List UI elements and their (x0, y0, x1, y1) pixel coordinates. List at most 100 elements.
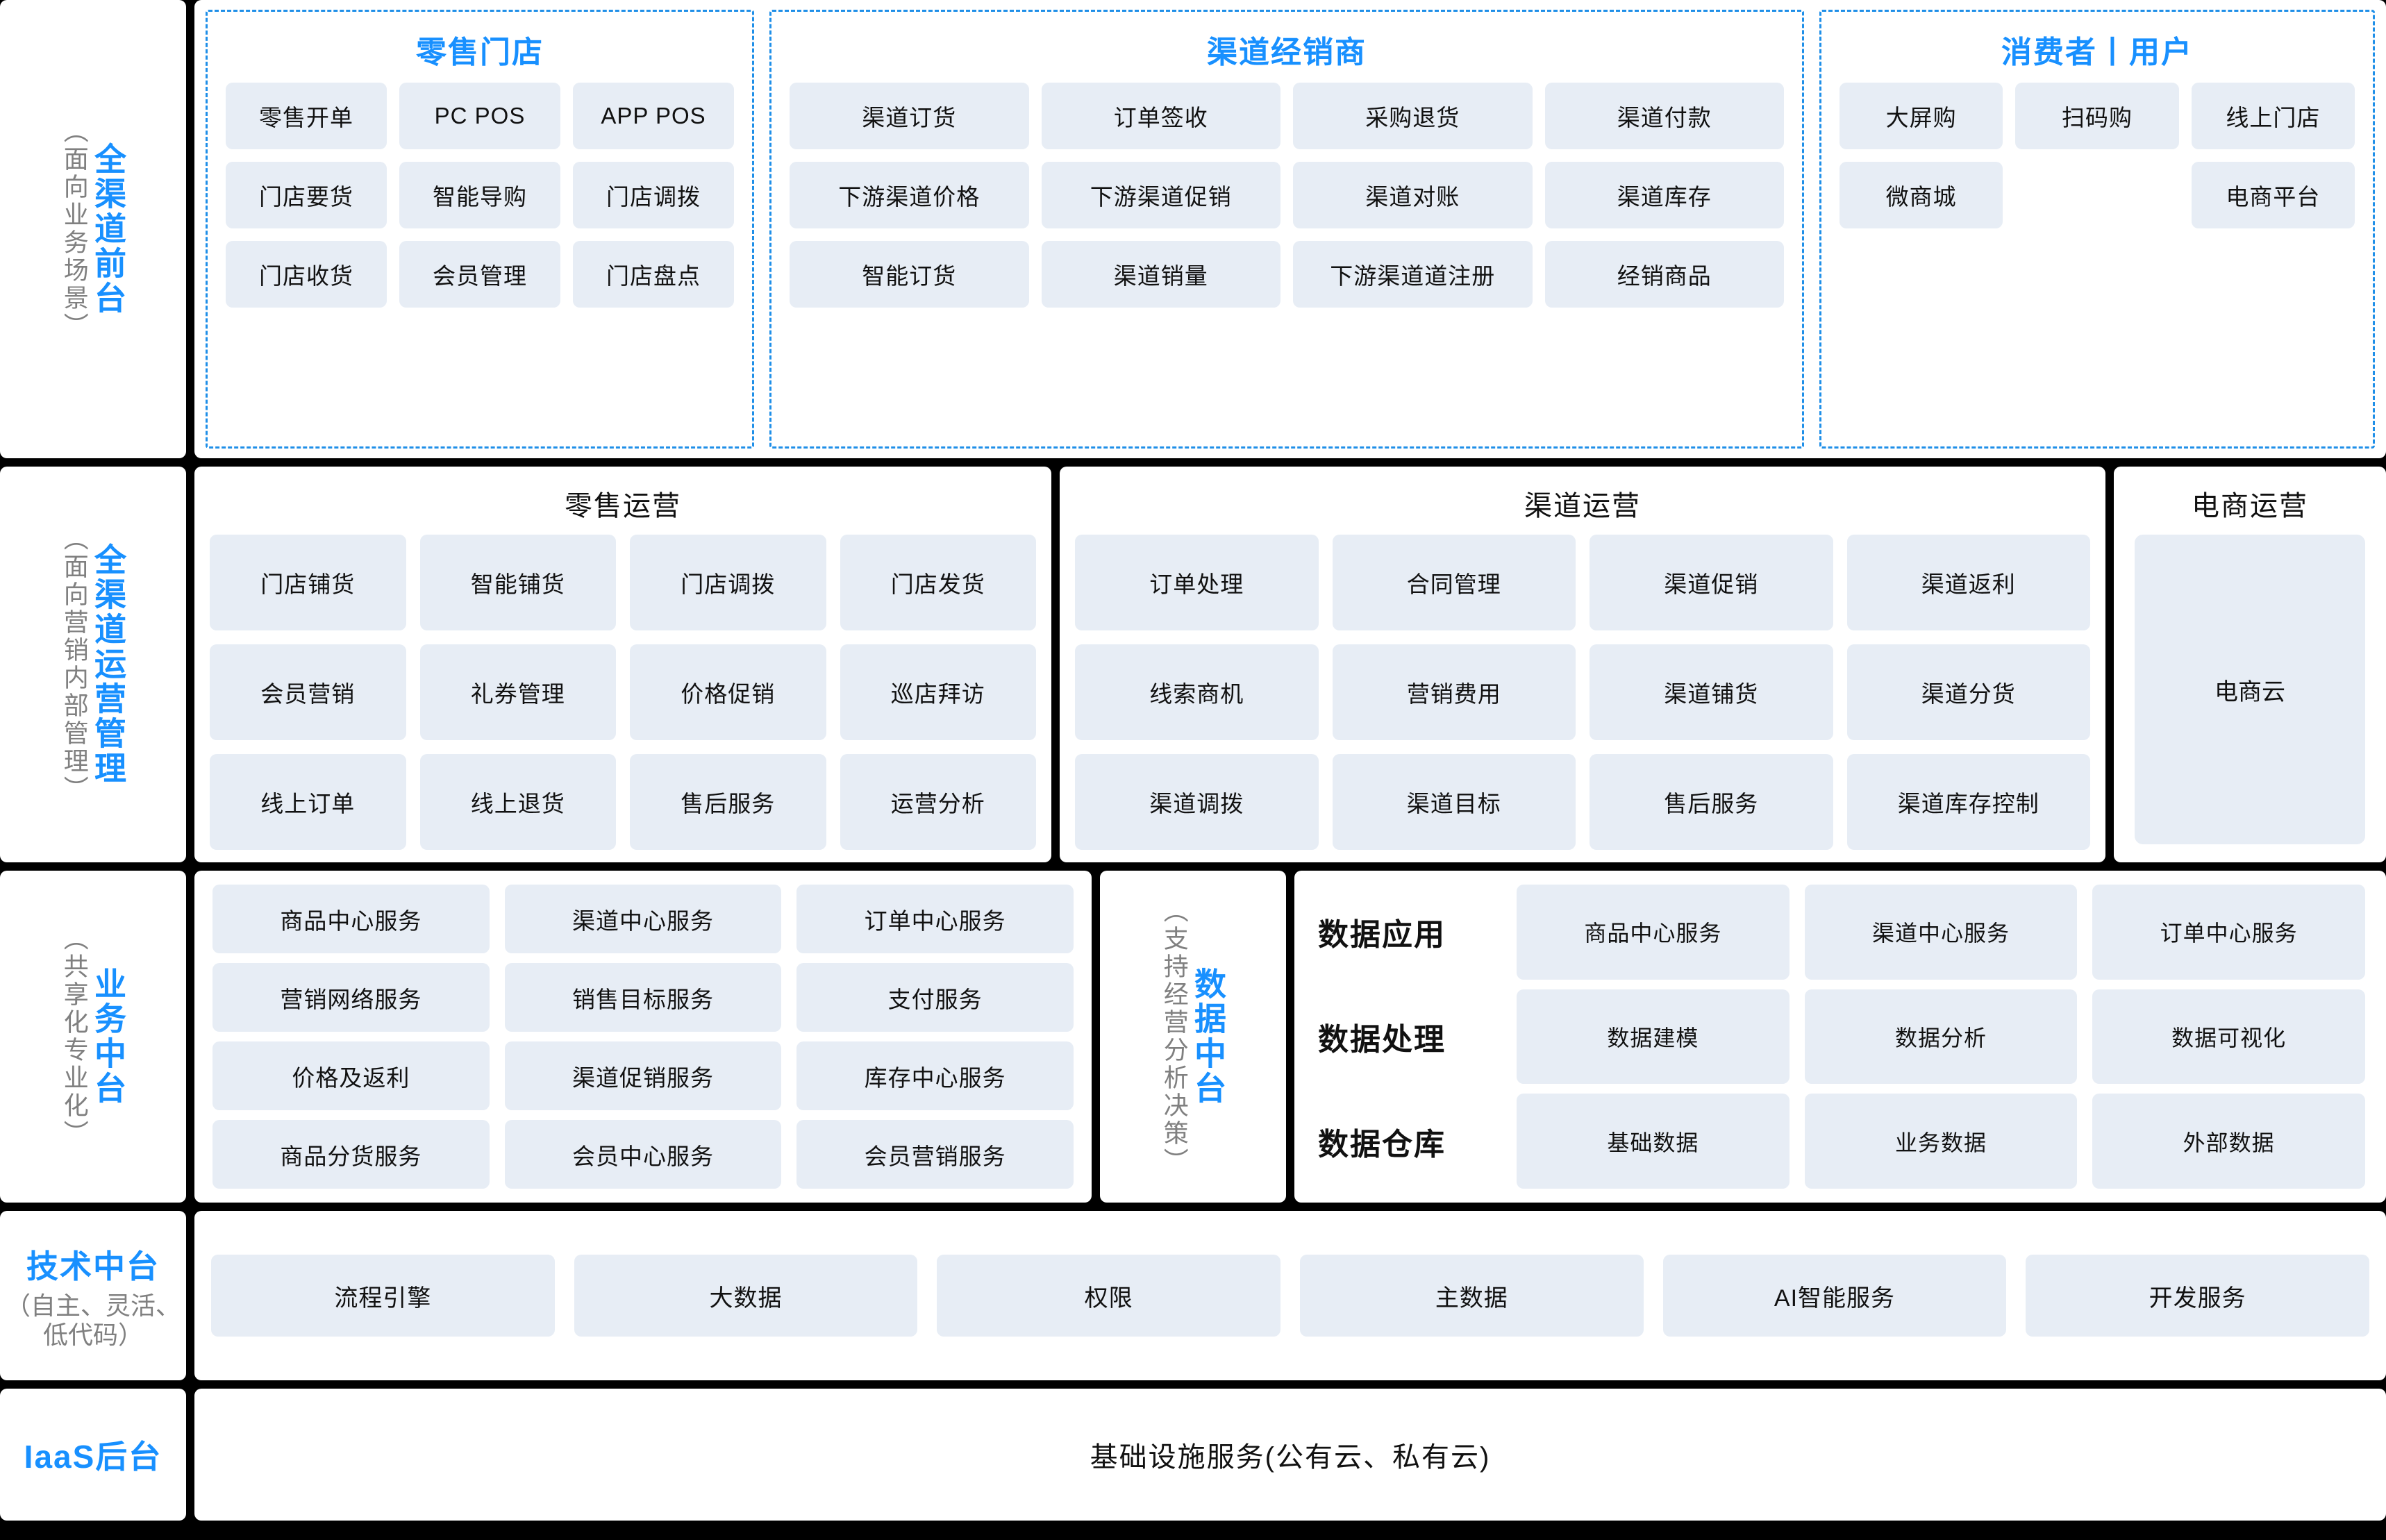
tile-scancode-buy[interactable]: 扫码购 (2015, 83, 2179, 149)
tile-operations-analysis[interactable]: 运营分析 (840, 754, 1036, 850)
tile-data-product-center-service[interactable]: 商品中心服务 (1516, 885, 1790, 980)
channel-operations-tiles: 订单处理 合同管理 渠道促销 渠道返利 线索商机 营销费用 渠道铺货 渠道分货 … (1075, 535, 2090, 850)
tile-online-return[interactable]: 线上退货 (419, 754, 616, 850)
data-row-application-label: 数据应用 (1317, 918, 1446, 953)
tile-channel-rebate[interactable]: 渠道返利 (1846, 535, 2090, 630)
tile-aftersales-channel[interactable]: 售后服务 (1590, 754, 1833, 850)
tile-channel-target[interactable]: 渠道目标 (1332, 754, 1576, 850)
tile-channel-reconciliation[interactable]: 渠道对账 (1293, 162, 1533, 228)
tile-payment-service[interactable]: 支付服务 (796, 963, 1074, 1032)
band-operations: 全渠道运营管理 （面向营销内部管理） 零售运营 门店铺货 智能铺货 门店调拨 门… (0, 467, 2386, 862)
group-channel-distributor-title: 渠道经销商 (1207, 35, 1367, 69)
tile-contract-management[interactable]: 合同管理 (1332, 535, 1576, 630)
frontdesk-groups: 零售门店 零售开单 PC POS APP POS 门店要货 智能导购 门店调拨 … (194, 0, 2386, 458)
tile-channel-allocation[interactable]: 渠道分货 (1846, 644, 2090, 740)
tile-channel-payment[interactable]: 渠道付款 (1544, 83, 1784, 149)
tile-member-center-service[interactable]: 会员中心服务 (504, 1120, 782, 1189)
tile-business-data[interactable]: 业务数据 (1804, 1094, 2078, 1189)
tile-master-data[interactable]: 主数据 (1299, 1255, 1644, 1337)
tile-online-order[interactable]: 线上订单 (210, 754, 406, 850)
tile-marketing-network-service[interactable]: 营销网络服务 (212, 963, 490, 1032)
tile-channel-inventory[interactable]: 渠道库存 (1544, 162, 1784, 228)
tile-channel-order[interactable]: 渠道订货 (790, 83, 1029, 149)
retail-operations-tiles: 门店铺货 智能铺货 门店调拨 门店发货 会员营销 礼券管理 价格促销 巡店拜访 … (210, 535, 1036, 850)
tile-channel-promotion-service[interactable]: 渠道促销服务 (504, 1041, 782, 1110)
tile-inventory-center-service[interactable]: 库存中心服务 (796, 1041, 1074, 1110)
tile-app-pos[interactable]: APP POS (573, 83, 734, 149)
tile-smart-ordering[interactable]: 智能订货 (790, 241, 1029, 308)
frontdesk-side-subtitle: （面向业务场景） (60, 118, 89, 340)
tile-ecommerce-platform[interactable]: 电商平台 (2191, 162, 2355, 228)
tile-aftersales-retail[interactable]: 售后服务 (630, 754, 826, 850)
tile-process-engine[interactable]: 流程引擎 (211, 1255, 555, 1337)
data-row-application: 数据应用 商品中心服务 渠道中心服务 订单中心服务 (1307, 885, 2366, 980)
tile-data-order-center-service[interactable]: 订单中心服务 (2092, 885, 2366, 980)
tile-channel-inventory-control[interactable]: 渠道库存控制 (1846, 754, 2090, 850)
tile-sales-target-service[interactable]: 销售目标服务 (504, 963, 782, 1032)
tile-store-stocking[interactable]: 门店铺货 (210, 535, 406, 630)
tile-smart-stocking[interactable]: 智能铺货 (419, 535, 616, 630)
data-middle-panel: 数据应用 商品中心服务 渠道中心服务 订单中心服务 数据处理 数据建模 数据分析… (1294, 871, 2386, 1203)
tile-data-channel-center-service[interactable]: 渠道中心服务 (1804, 885, 2078, 980)
tile-channel-stocking[interactable]: 渠道铺货 (1590, 644, 1833, 740)
tile-basic-data[interactable]: 基础数据 (1516, 1094, 1790, 1189)
tile-store-stocktake[interactable]: 门店盘点 (573, 241, 734, 308)
tile-channel-center-service[interactable]: 渠道中心服务 (504, 885, 782, 953)
tile-store-request[interactable]: 门店要货 (226, 162, 387, 228)
tile-price-promotion[interactable]: 价格促销 (630, 644, 826, 740)
tile-channel-transfer[interactable]: 渠道调拨 (1075, 754, 1319, 850)
tile-permissions[interactable]: 权限 (937, 1255, 1280, 1337)
tile-store-transfer[interactable]: 门店调拨 (573, 162, 734, 228)
data-row-warehouse-label: 数据仓库 (1317, 1127, 1446, 1162)
group-consumer-user: 消费者丨用户 大屏购 扫码购 线上门店 微商城 电商平台 (1819, 10, 2375, 449)
tile-placeholder (2015, 162, 2178, 228)
ecommerce-operations-title: 电商运营 (2192, 491, 2308, 521)
tile-downstream-price[interactable]: 下游渠道价格 (790, 162, 1029, 228)
tile-ai-service[interactable]: AI智能服务 (1662, 1255, 2007, 1337)
tile-channel-promotion[interactable]: 渠道促销 (1590, 535, 1833, 630)
tile-purchase-return[interactable]: 采购退货 (1293, 83, 1533, 149)
tile-store-shipment[interactable]: 门店发货 (840, 535, 1036, 630)
tile-retail-billing[interactable]: 零售开单 (226, 83, 387, 149)
tile-channel-sales-volume[interactable]: 渠道销量 (1041, 241, 1280, 308)
business-middle-sidebar-vertical-label: 业务中台 （共享化专业化） (60, 871, 127, 1203)
tile-member-marketing[interactable]: 会员营销 (210, 644, 406, 740)
tile-big-data[interactable]: 大数据 (574, 1255, 918, 1337)
tile-member-management[interactable]: 会员管理 (399, 241, 560, 308)
iaas-side-title: IaaS后台 (24, 1439, 162, 1475)
tile-ecommerce-cloud[interactable]: 电商云 (2135, 535, 2365, 844)
tile-bigscreen-buy[interactable]: 大屏购 (1839, 83, 2003, 149)
tile-goods-allocation-service[interactable]: 商品分货服务 (212, 1120, 490, 1189)
tile-store-visit[interactable]: 巡店拜访 (840, 644, 1036, 740)
tile-order-processing[interactable]: 订单处理 (1075, 535, 1319, 630)
group-retail-store: 零售门店 零售开单 PC POS APP POS 门店要货 智能导购 门店调拨 … (206, 10, 754, 449)
iaas-content-label: 基础设施服务(公有云、私有云) (1090, 1442, 1491, 1473)
group-retail-store-title: 零售门店 (416, 35, 544, 69)
tile-smart-guide[interactable]: 智能导购 (399, 162, 560, 228)
tile-product-center-service[interactable]: 商品中心服务 (212, 885, 490, 953)
tile-coupon-management[interactable]: 礼券管理 (419, 644, 616, 740)
business-middle-side-title: 业务中台 (90, 967, 127, 1106)
band-technology-sidebar: 技术中台 （自主、灵活、低代码） (0, 1211, 186, 1380)
tile-price-rebate[interactable]: 价格及返利 (212, 1041, 490, 1110)
tile-external-data[interactable]: 外部数据 (2092, 1094, 2366, 1189)
tile-order-center-service[interactable]: 订单中心服务 (796, 885, 1074, 953)
tile-distribution-goods[interactable]: 经销商品 (1544, 241, 1784, 308)
tile-store-receipt[interactable]: 门店收货 (226, 241, 387, 308)
tile-development-service[interactable]: 开发服务 (2026, 1255, 2369, 1337)
tile-downstream-registration[interactable]: 下游渠道道注册 (1293, 241, 1533, 308)
tile-lead-opportunity[interactable]: 线索商机 (1075, 644, 1319, 740)
tile-data-analysis[interactable]: 数据分析 (1804, 989, 2078, 1085)
tile-online-store[interactable]: 线上门店 (2191, 83, 2355, 149)
tile-downstream-promotion[interactable]: 下游渠道促销 (1041, 162, 1280, 228)
technology-side-title: 技术中台 (26, 1248, 160, 1284)
tile-pc-pos[interactable]: PC POS (399, 83, 560, 149)
iaas-panel: 基础设施服务(公有云、私有云) (194, 1389, 2386, 1521)
tile-data-visualization[interactable]: 数据可视化 (2092, 989, 2366, 1085)
tile-micro-mall[interactable]: 微商城 (1839, 162, 2003, 228)
tile-data-modeling[interactable]: 数据建模 (1516, 989, 1790, 1085)
tile-order-signoff[interactable]: 订单签收 (1041, 83, 1280, 149)
tile-marketing-expense[interactable]: 营销费用 (1332, 644, 1576, 740)
tile-store-transfer-ops[interactable]: 门店调拨 (630, 535, 826, 630)
tile-member-marketing-service[interactable]: 会员营销服务 (796, 1120, 1074, 1189)
